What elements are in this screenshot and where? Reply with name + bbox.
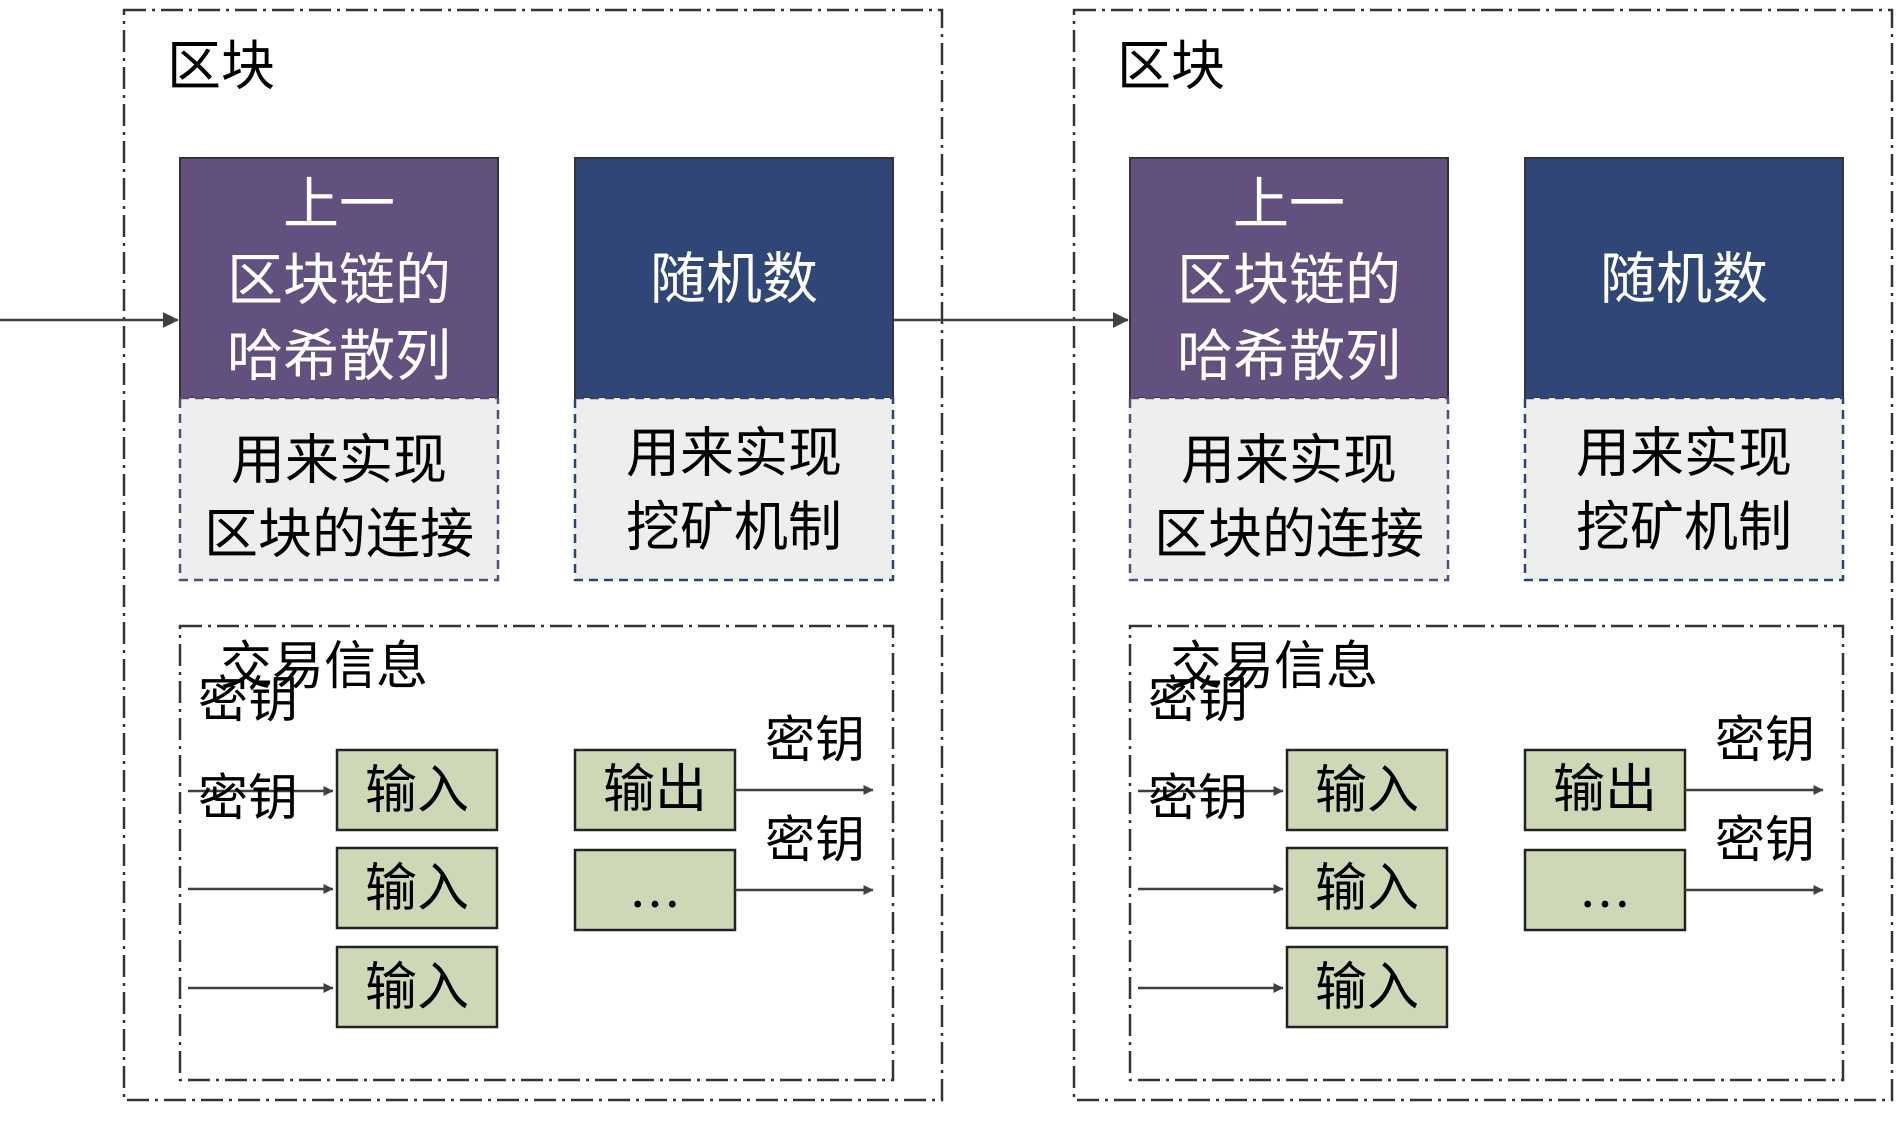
block-title: 区块 — [167, 35, 275, 98]
output-label: 输出 — [1553, 760, 1657, 820]
transaction-frame — [1128, 624, 1845, 1082]
nonce-desc: 挖矿机制 — [1576, 496, 1792, 559]
prev-hash-desc: 区块的连接 — [1154, 503, 1424, 566]
transaction-title: 交易信息 — [1170, 637, 1378, 697]
input-label: 输入 — [1315, 958, 1419, 1018]
prev-hash-desc: 用来实现 — [231, 429, 447, 492]
block-frame — [122, 8, 944, 1102]
block-1: 区块上一区块链的哈希散列用来实现区块的连接随机数用来实现挖矿机制交易信息密钥输入… — [122, 8, 944, 1102]
prev-hash-label: 上一 — [283, 173, 395, 238]
output-box — [573, 748, 737, 832]
input-box — [335, 945, 499, 1029]
output-key-label: 密钥 — [765, 711, 865, 769]
prev-hash-desc: 用来实现 — [1181, 429, 1397, 492]
input-row: 输入 — [188, 945, 499, 1029]
nonce-desc-rect — [573, 396, 895, 582]
input-box — [1285, 748, 1449, 832]
block-title: 区块 — [1117, 35, 1225, 98]
input-key-label: 密钥 — [1148, 769, 1248, 827]
transaction-title: 交易信息 — [220, 637, 428, 697]
output-label: 输出 — [603, 760, 707, 820]
nonce-label: 随机数 — [650, 248, 818, 313]
prev-hash-desc-rect — [1128, 396, 1450, 582]
input-key-label: 密钥 — [198, 671, 298, 729]
input-box — [1285, 846, 1449, 930]
prev-hash-desc-rect — [178, 396, 500, 582]
input-label: 输入 — [365, 958, 469, 1018]
output-box — [1523, 848, 1687, 932]
input-row: 输入 — [1138, 945, 1449, 1029]
input-label: 输入 — [365, 859, 469, 919]
output-label: … — [629, 860, 681, 920]
output-label: … — [1579, 860, 1631, 920]
input-label: 输入 — [1315, 761, 1419, 821]
nonce-desc: 用来实现 — [626, 422, 842, 485]
nonce-desc: 挖矿机制 — [626, 496, 842, 559]
output-row: … 密钥 — [573, 811, 874, 932]
input-label: 输入 — [365, 761, 469, 821]
output-row: … 密钥 — [1523, 811, 1824, 932]
output-key-label: 密钥 — [1715, 811, 1815, 869]
input-key-label: 密钥 — [198, 769, 298, 827]
prev-hash-label: 区块链的 — [227, 249, 451, 314]
prev-hash-desc: 区块的连接 — [204, 503, 474, 566]
nonce-desc: 用来实现 — [1576, 422, 1792, 485]
nonce-desc-rect — [1523, 396, 1845, 582]
input-box — [335, 748, 499, 832]
nonce-label: 随机数 — [1600, 248, 1768, 313]
block-frame — [1072, 8, 1894, 1102]
transaction-frame — [178, 624, 895, 1082]
block-2: 区块上一区块链的哈希散列用来实现区块的连接随机数用来实现挖矿机制交易信息密钥输入… — [1072, 8, 1894, 1102]
prev-hash-label: 上一 — [1233, 173, 1345, 238]
input-box — [335, 846, 499, 930]
nonce-rect — [1524, 157, 1844, 399]
prev-hash-label: 区块链的 — [1177, 249, 1401, 314]
output-key-label: 密钥 — [765, 811, 865, 869]
input-label: 输入 — [1315, 859, 1419, 919]
prev-hash-label: 哈希散列 — [1177, 325, 1401, 390]
prev-hash-rect — [1129, 157, 1449, 399]
output-key-label: 密钥 — [1715, 711, 1815, 769]
input-key-label: 密钥 — [1148, 671, 1248, 729]
prev-hash-label: 哈希散列 — [227, 325, 451, 390]
output-box — [1523, 748, 1687, 832]
input-box — [1285, 945, 1449, 1029]
